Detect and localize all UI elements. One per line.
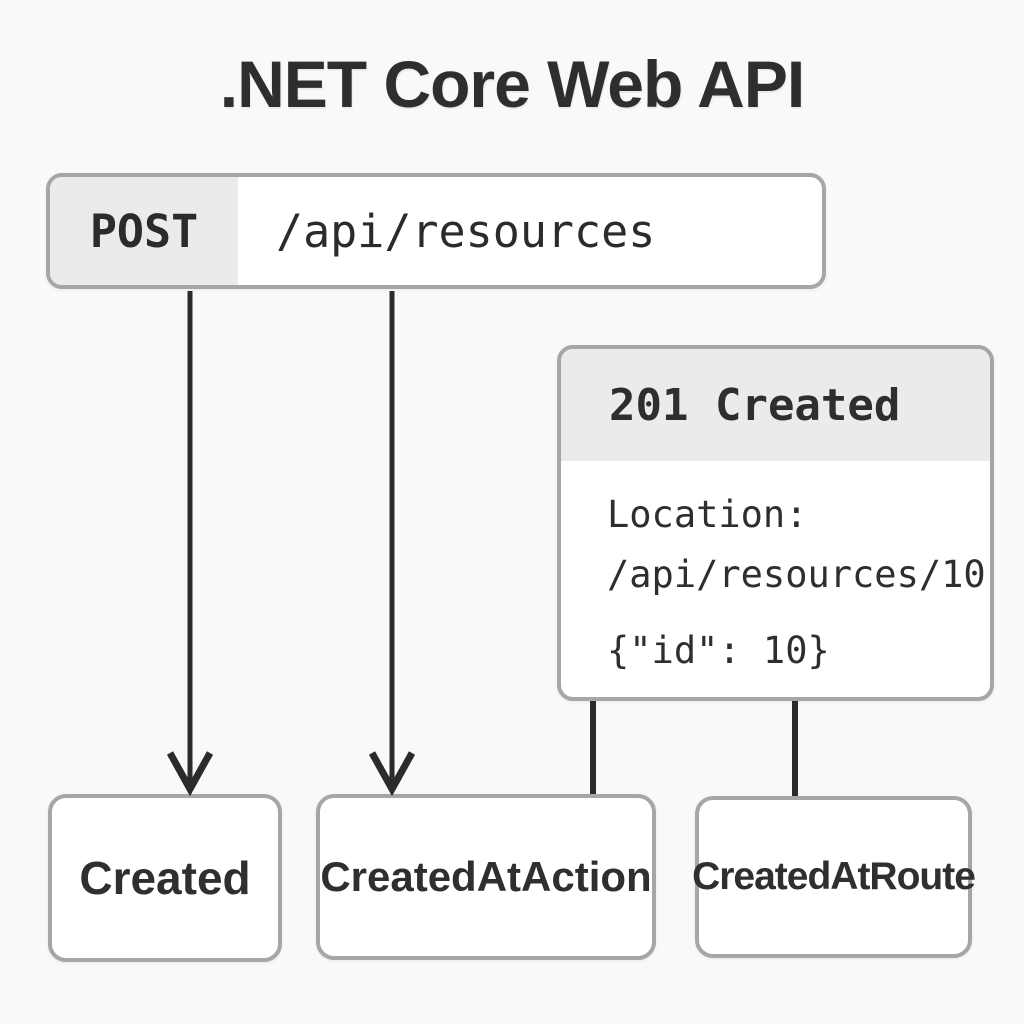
response-location-value: /api/resources/10 — [607, 553, 986, 596]
created-at-route-box: CreatedAtRoute — [692, 796, 976, 958]
response-location-label: Location: — [607, 493, 808, 536]
request-path: /api/resources — [276, 204, 656, 258]
created-box: Created — [48, 794, 282, 962]
arrow-post-to-created-at-action — [368, 291, 416, 797]
request-box: POST /api/resources — [46, 173, 826, 289]
diagram-title: .NET Core Web API — [219, 47, 805, 121]
created-label: Created — [79, 852, 251, 904]
response-status: 201 Created — [561, 349, 990, 461]
created-at-route-label: CreatedAtRoute — [692, 855, 976, 898]
response-json: {"id": 10} — [607, 629, 830, 672]
response-body: Location: /api/resources/10 {"id": 10} — [561, 461, 990, 681]
arrow-post-to-created — [166, 291, 214, 797]
created-at-action-label: CreatedAtAction — [320, 853, 652, 900]
http-method-badge: POST — [50, 177, 238, 285]
created-at-action-box: CreatedAtAction — [316, 794, 656, 960]
response-box: 201 Created Location: /api/resources/10 … — [557, 345, 994, 701]
